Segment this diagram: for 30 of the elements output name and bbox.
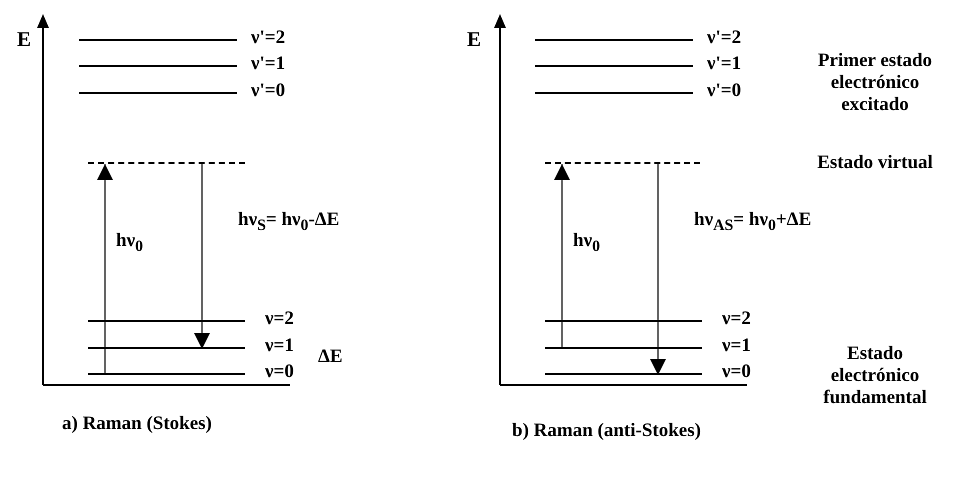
edge-label: hν$_{AS}$= hν$_{0}$+ΔE	[694, 209, 812, 236]
transition-arrow	[194, 164, 210, 349]
energy-label: E	[17, 28, 32, 50]
virtual-level-line	[545, 162, 700, 164]
transition-arrow	[97, 164, 113, 375]
level-label: ν=2	[265, 308, 294, 330]
virtual-level-line	[88, 162, 245, 164]
level-label: ν=2	[722, 308, 751, 330]
level-label: ν'=1	[707, 53, 742, 75]
panel-caption: b) Raman (anti-Stokes)	[512, 420, 701, 442]
level-label: ν'=0	[707, 80, 742, 102]
level-label: ν=1	[265, 335, 294, 357]
energy-label: ΔE	[318, 346, 343, 368]
level-label: ν'=2	[707, 27, 742, 49]
state-label: Estado virtual	[816, 152, 934, 174]
transition-arrow	[554, 164, 570, 349]
state-label: Estado electrónico fundamental	[822, 343, 928, 409]
state-label: Primer estado electrónico excitado	[816, 50, 934, 116]
edge-label: hν$_{S}$= hν$_{0}$-ΔE	[238, 209, 340, 236]
edge-label: hν$_{0}$	[116, 230, 143, 257]
panel-caption: a) Raman (Stokes)	[62, 413, 212, 435]
level-label: ν=0	[722, 361, 751, 383]
level-label: ν'=0	[251, 80, 286, 102]
edge-label: hν$_{0}$	[573, 230, 600, 257]
energy-label: E	[467, 28, 482, 50]
level-label: ν=1	[722, 335, 751, 357]
transition-arrow	[650, 164, 666, 375]
level-label: ν'=1	[251, 53, 286, 75]
level-label: ν'=2	[251, 27, 286, 49]
level-label: ν=0	[265, 361, 294, 383]
